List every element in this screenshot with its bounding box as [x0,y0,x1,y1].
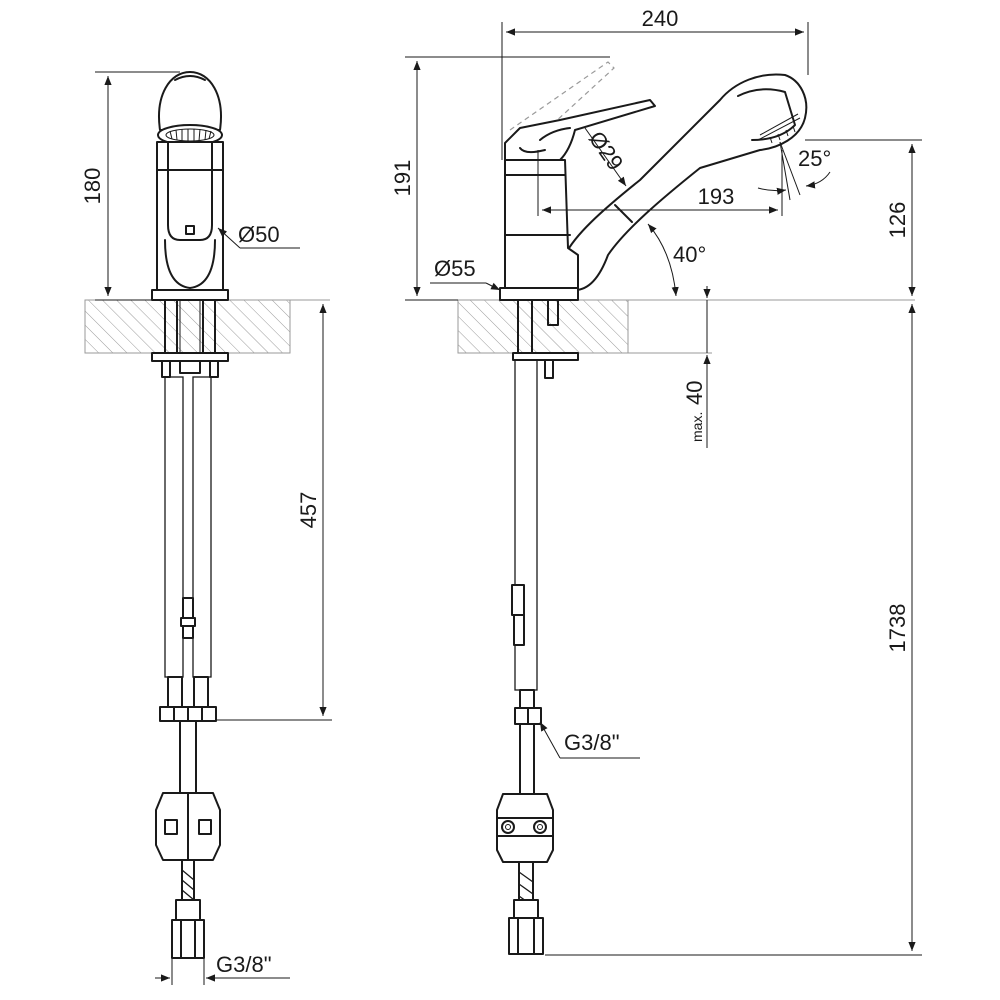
dim-side-height: 180 [80,71,180,301]
dim-front-total-hose: 1738 [545,304,922,956]
side-countertop [84,299,291,354]
front-countertop [457,299,629,354]
dim-240-label: 240 [642,6,679,31]
dim-side-diameter: Ø50 [217,222,300,249]
dim-25deg-label: 25° [798,146,831,171]
dim-front-max-thickness: max. 40 [682,286,711,448]
dim-side-hose-length: 457 [216,304,332,721]
dim-40deg-label: 40° [673,242,706,267]
dim-front-spout-height: 126 [805,139,922,296]
dim-side-thread: G3/8" [155,952,290,985]
dim-191-label: 191 [390,160,415,197]
dim-180-label: 180 [80,168,105,205]
dim-1738-label: 1738 [885,604,910,653]
dim-max-prefix-label: max. [689,412,705,442]
front-hoses [496,359,554,955]
front-lever-raised [509,61,615,146]
dim-front-width: 240 [501,6,809,160]
dim-d29-label: Ø29 [584,127,628,175]
dim-front-thread: G3/8" [539,721,640,759]
dim-126-label: 126 [885,202,910,239]
dim-d50-label: Ø50 [238,222,280,247]
dim-front-spout-angle: 40° [647,223,706,297]
front-faucet-body [499,99,656,379]
dim-193-label: 193 [698,184,735,209]
dim-d55-label: Ø55 [434,256,476,281]
front-view: 240 191 Ø55 Ø29 193 [390,6,922,956]
dim-front-base-diameter: Ø55 [430,256,501,291]
side-hoses [155,376,221,959]
side-view: 180 Ø50 457 G3/8" [80,71,332,985]
dim-front-spout-diameter: Ø29 [584,127,628,187]
dim-front-reach: 193 [537,150,783,216]
side-faucet-body [151,71,229,378]
dim-457-label: 457 [296,492,321,529]
dim-max40-label: 40 [682,381,707,405]
dim-g38-side-label: G3/8" [216,952,272,977]
dim-front-height: 191 [390,56,610,301]
dim-front-head-angle: 25° [757,141,831,201]
dim-g38-front-label: G3/8" [564,730,620,755]
